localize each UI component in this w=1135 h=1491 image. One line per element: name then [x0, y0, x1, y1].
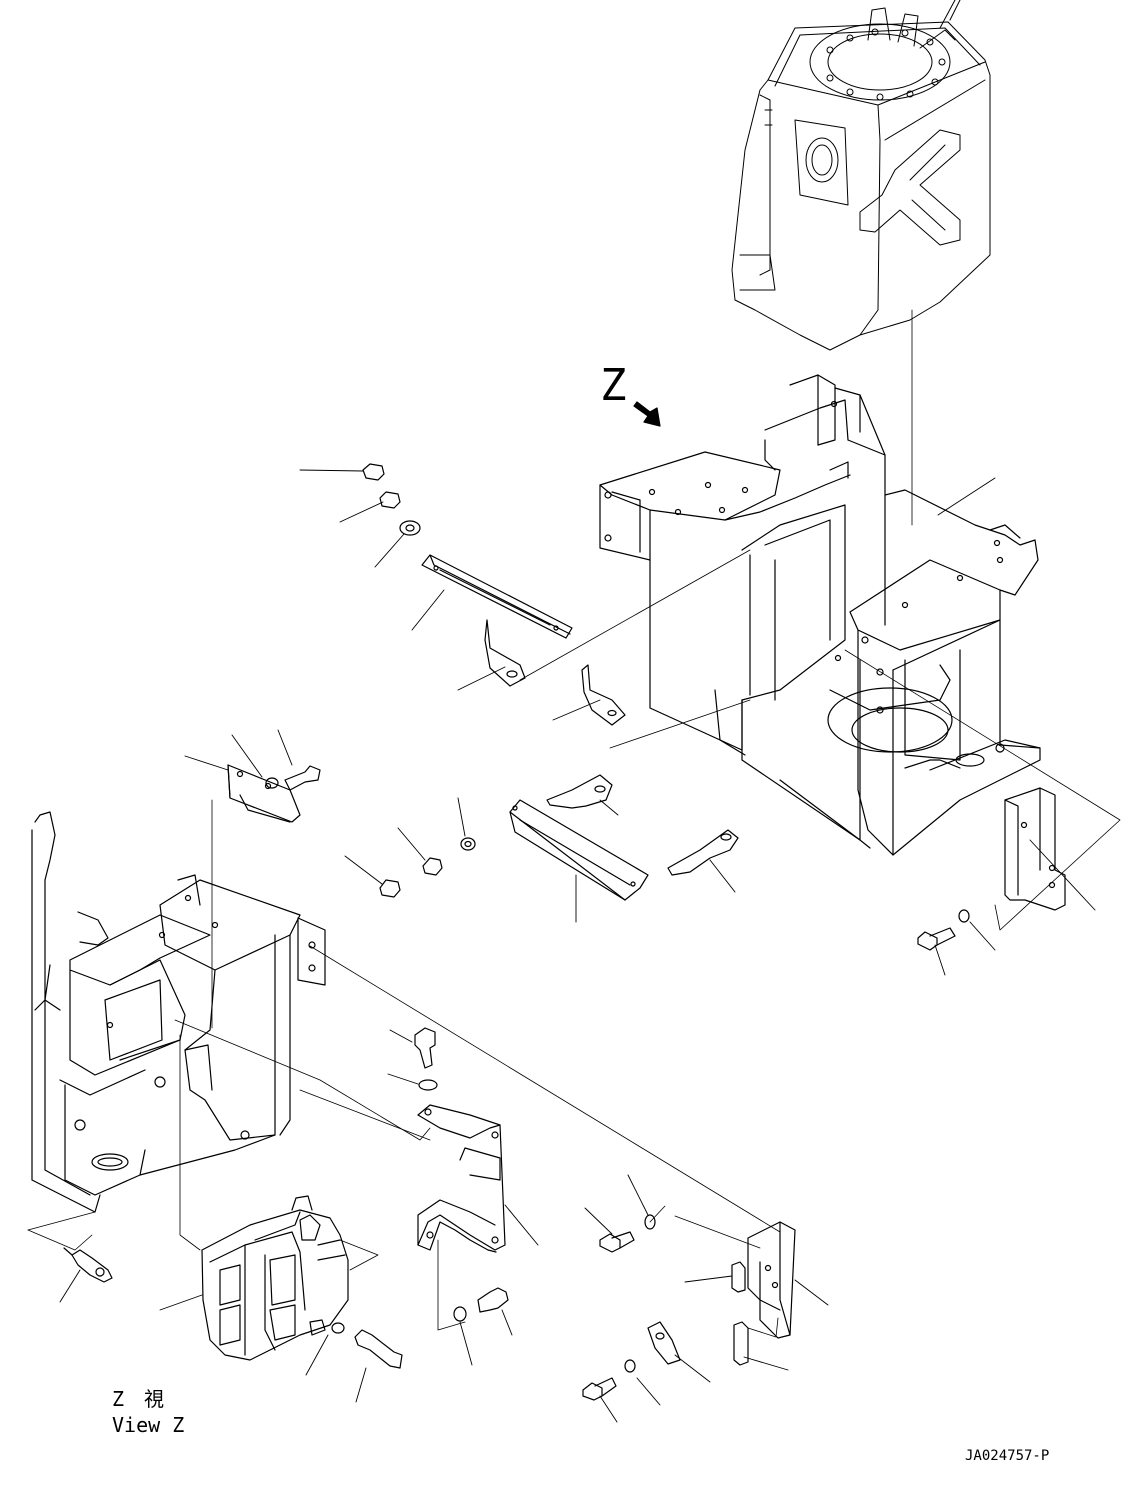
bolt-mid-upper	[414, 1027, 436, 1069]
tab-plate-1	[581, 664, 626, 726]
view-arrow-icon	[633, 401, 661, 427]
nut-top-1	[362, 463, 385, 481]
tab-plate-2	[546, 774, 613, 809]
small-bracket-left	[227, 764, 301, 823]
washer-lower-right-2	[624, 1359, 636, 1373]
plug-sensor	[63, 1247, 113, 1283]
lower-right-bracket	[747, 1221, 796, 1339]
washer-center	[460, 837, 476, 851]
washer-switch	[331, 1322, 345, 1334]
view-caption-english: View Z	[112, 1413, 184, 1437]
bolt-switch	[354, 1329, 403, 1369]
bolt-right	[917, 927, 956, 951]
spacer-upper	[731, 1261, 746, 1293]
leader-lines	[59, 469, 1096, 1423]
main-frame	[599, 374, 1041, 856]
washer-mid-lower	[453, 1306, 467, 1322]
spacer-lower	[733, 1321, 749, 1366]
washer-lower-right-1	[644, 1214, 656, 1230]
bolt-lower-right-1	[599, 1231, 635, 1253]
tab-plate-3	[667, 829, 739, 876]
view-marker-letter: Z	[600, 360, 627, 411]
right-angle-bracket	[1004, 787, 1066, 911]
lower-rail-bracket	[509, 799, 649, 901]
tank-ghost	[731, 0, 991, 351]
assembly-leader-lines	[27, 549, 1121, 1338]
view-caption-japanese: Z 視	[112, 1387, 164, 1411]
left-frame	[31, 811, 326, 1213]
clip-plate	[647, 1321, 681, 1365]
nut-center-1	[379, 879, 401, 898]
curved-bracket	[417, 1104, 506, 1253]
bolt-left-upper	[284, 765, 321, 791]
nut-center-2	[422, 857, 443, 876]
washer-top	[399, 520, 421, 536]
washer-mid	[418, 1079, 438, 1091]
bolt-mid-lower	[477, 1287, 509, 1313]
washer-left-upper	[265, 777, 279, 789]
rail-bracket	[421, 554, 573, 687]
washer-right	[958, 909, 970, 923]
drawing-number: JA024757-P	[965, 1448, 1049, 1464]
switch-assembly	[201, 1195, 349, 1361]
nut-top-2	[379, 491, 401, 509]
bolt-lower-right-2	[582, 1377, 617, 1401]
